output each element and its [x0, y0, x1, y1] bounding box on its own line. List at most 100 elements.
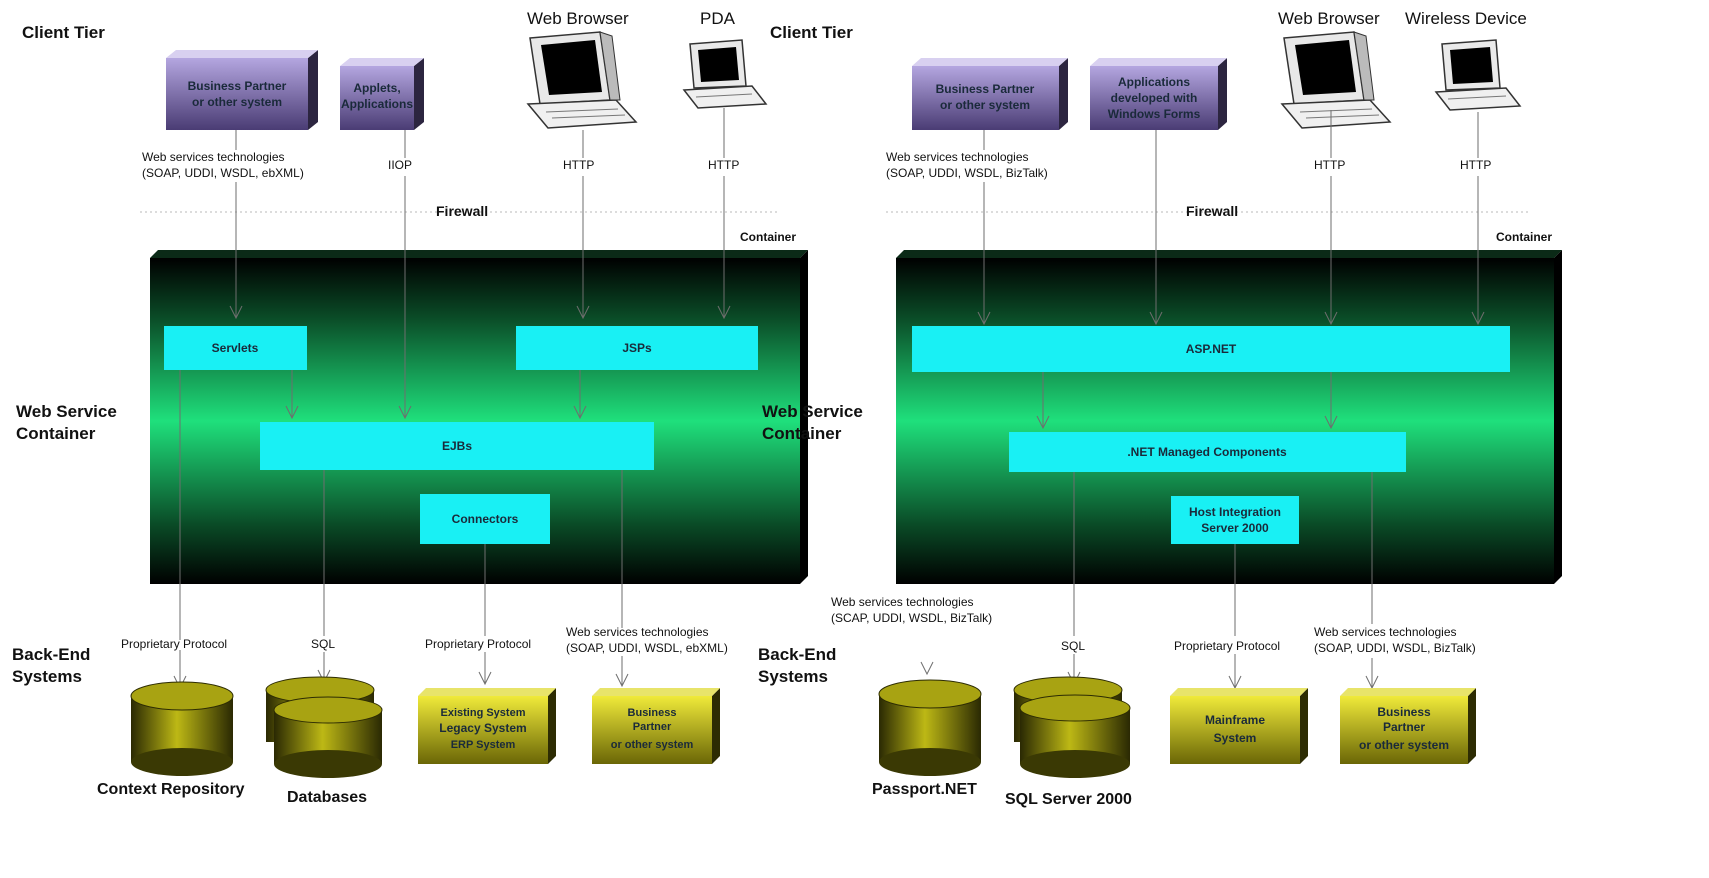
right-aspnet-label: ASP.NET: [1186, 342, 1237, 356]
left-backend-partner-box: Business Partner or other system: [592, 688, 720, 764]
right-sqlserver-label: SQL Server 2000: [1005, 791, 1132, 808]
right-aspnet-box: [912, 326, 1510, 372]
right-client-tier-label: Client Tier: [770, 23, 853, 42]
left-connectors-label: Connectors: [452, 512, 519, 526]
right-http-browser-label: HTTP: [1314, 158, 1345, 172]
left-backend-partner-line3: or other system: [611, 739, 694, 751]
right-client-winforms-box: Applications developed with Windows Form…: [1090, 58, 1227, 130]
right-his-line2: Server 2000: [1201, 521, 1269, 535]
left-container-label-line1: Web Service: [16, 402, 117, 421]
left-existing-system-line3: ERP System: [451, 739, 516, 751]
left-pda-label: PDA: [700, 9, 736, 28]
left-browser-label: Web Browser: [527, 9, 629, 28]
left-ejbs-box: [260, 422, 654, 470]
left-http-pda-label: HTTP: [708, 158, 739, 172]
right-proprietary-label: Proprietary Protocol: [1174, 639, 1280, 653]
left-databases-cylinders: [265, 676, 383, 778]
right-backend-partner-line1: Business: [1377, 705, 1431, 719]
left-existing-system-line1: Existing System: [441, 707, 526, 719]
left-context-repository-cylinder: [130, 681, 234, 776]
right-client-partner-box: Business Partner or other system: [912, 58, 1068, 130]
left-client-applets-line1: Applets,: [353, 81, 400, 95]
right-container-caption: Container: [1496, 230, 1552, 244]
left-diagram: Client Tier Web Service Container Back-E…: [12, 9, 808, 806]
left-backend-partner-line2: Partner: [633, 721, 672, 733]
right-client-winforms-line2: developed with: [1111, 91, 1198, 105]
right-client-partner-line1: Business Partner: [936, 82, 1035, 96]
left-pda-icon: [682, 39, 768, 109]
right-client-winforms-line1: Applications: [1118, 75, 1190, 89]
right-passport-label: Passport.NET: [872, 781, 977, 798]
left-connectors-box: [420, 494, 550, 544]
left-client-partner-line2: or other system: [192, 95, 282, 109]
right-firewall-label: Firewall: [1186, 203, 1238, 219]
left-client-partner-box: Business Partner or other system: [166, 50, 318, 130]
left-client-connectors: [229, 108, 731, 420]
left-databases-label: Databases: [287, 789, 367, 806]
right-ws-protocol-line1: Web services technologies: [886, 150, 1029, 164]
left-internal-connectors: [179, 370, 587, 640]
left-http-browser-label: HTTP: [563, 158, 594, 172]
left-proprietary-2-label: Proprietary Protocol: [425, 637, 531, 651]
right-sql-label: SQL: [1061, 639, 1085, 653]
left-backend-label-line2: Systems: [12, 667, 82, 686]
left-servlets-box: [164, 326, 307, 370]
right-managed-components-box: [1009, 432, 1406, 472]
left-backend-connectors: [173, 470, 629, 690]
left-backend-label-line1: Back-End: [12, 645, 90, 664]
left-ejbs-label: EJBs: [442, 439, 472, 453]
left-container-caption: Container: [740, 230, 796, 244]
right-diagram: Client Tier Web Service Container Back-E…: [758, 9, 1562, 808]
right-browser-label: Web Browser: [1278, 9, 1380, 28]
left-container-label-line2: Container: [16, 424, 96, 443]
right-mainframe-line1: Mainframe: [1205, 713, 1265, 727]
right-sqlserver-cylinders: [1013, 676, 1131, 778]
right-client-connectors: [977, 110, 1485, 326]
left-client-applets-line2: Applications: [341, 97, 413, 111]
right-passport-ws-line1: Web services technologies: [831, 595, 974, 609]
left-firewall-label: Firewall: [436, 203, 488, 219]
left-iiop-label: IIOP: [388, 158, 412, 172]
right-ws-protocol-line2: (SOAP, UDDI, WSDL, BizTalk): [886, 166, 1048, 180]
left-backend-partner-line1: Business: [628, 707, 677, 719]
right-managed-components-label: .NET Managed Components: [1127, 445, 1287, 459]
left-client-applets-box: Applets, Applications: [340, 58, 424, 130]
right-client-partner-line2: or other system: [940, 98, 1030, 112]
left-ws-protocol-line1: Web services technologies: [142, 150, 285, 164]
right-container-label-line2: Container: [762, 424, 842, 443]
right-client-winforms-line3: Windows Forms: [1108, 107, 1201, 121]
right-internal-connectors: [1036, 372, 1338, 430]
right-backend-partner-box: Business Partner or other system: [1340, 688, 1476, 764]
right-mainframe-line2: System: [1214, 731, 1257, 745]
right-backend-label-line1: Back-End: [758, 645, 836, 664]
right-his-box: [1171, 496, 1299, 544]
left-sql-label: SQL: [311, 637, 335, 651]
right-http-wireless-label: HTTP: [1460, 158, 1491, 172]
right-wireless-device-icon: [1434, 39, 1522, 111]
right-wireless-label: Wireless Device: [1405, 9, 1527, 28]
right-backend-partner-line3: or other system: [1359, 738, 1449, 752]
left-browser-computer-icon: [526, 31, 638, 129]
right-browser-computer-icon: [1280, 31, 1392, 129]
left-jsps-label: JSPs: [622, 341, 652, 355]
left-existing-system-line2: Legacy System: [439, 721, 526, 735]
right-mainframe-box: Mainframe System: [1170, 688, 1308, 764]
left-backend-ws-line1: Web services technologies: [566, 625, 709, 639]
left-proprietary-1-label: Proprietary Protocol: [121, 637, 227, 651]
left-jsps-box: [516, 326, 758, 370]
left-client-tier-label: Client Tier: [22, 23, 105, 42]
left-client-partner-line1: Business Partner: [188, 79, 287, 93]
left-existing-system-box: Existing System Legacy System ERP System: [418, 688, 556, 764]
right-partner-ws-line2: (SOAP, UDDI, WSDL, BizTalk): [1314, 641, 1476, 655]
left-ws-protocol-line2: (SOAP, UDDI, WSDL, ebXML): [142, 166, 304, 180]
right-backend-label-line2: Systems: [758, 667, 828, 686]
right-backend-partner-line2: Partner: [1383, 720, 1425, 734]
left-context-repository-label: Context Repository: [97, 781, 245, 798]
right-his-line1: Host Integration: [1189, 505, 1281, 519]
left-backend-ws-line2: (SOAP, UDDI, WSDL, ebXML): [566, 641, 728, 655]
right-passport-ws-line2: (SCAP, UDDI, WSDL, BizTalk): [831, 611, 992, 625]
right-container-label-line1: Web Service: [762, 402, 863, 421]
right-partner-ws-line1: Web services technologies: [1314, 625, 1457, 639]
right-passport-cylinder: [878, 679, 982, 776]
